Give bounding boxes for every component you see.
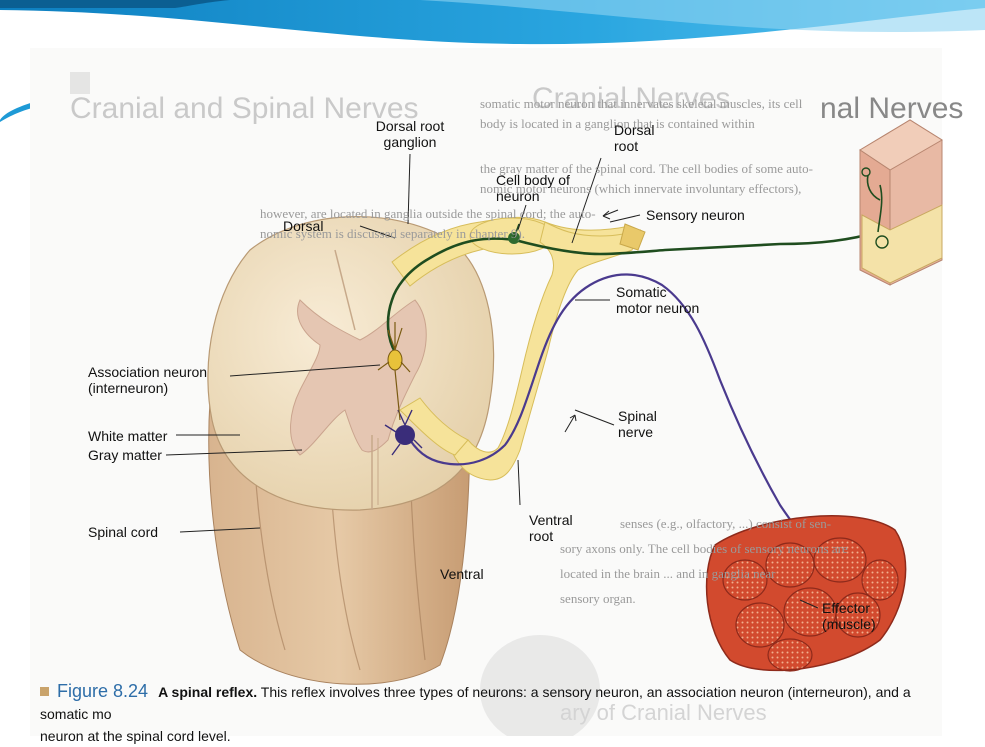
label-spinal-nerve-line1: Spinal (618, 408, 657, 424)
bg-line-right-2: sory axons only. The cell bodies of sens… (560, 540, 848, 558)
skin-receptor-illustration (860, 120, 942, 285)
label-association-neuron: Association neuron (interneuron) (88, 364, 207, 396)
label-ventral: Ventral (440, 566, 484, 582)
caption-square-icon (40, 687, 49, 696)
figure-number: Figure 8.24 (57, 681, 148, 701)
label-dorsal-root-ganglion: Dorsal root ganglion (368, 118, 452, 150)
label-sensory-neuron: Sensory neuron (646, 207, 745, 223)
label-dorsal-root-ganglion-line1: Dorsal root (368, 118, 452, 134)
label-dorsal-root-line1: Dorsal (614, 122, 654, 138)
bg-line-right-4: sensory organ. (560, 590, 636, 608)
bg-line-right-3: located in the brain ... and in ganglia … (560, 565, 776, 583)
label-cell-body-line1: Cell body of (496, 172, 570, 188)
label-effector: Effector (muscle) (822, 600, 876, 632)
label-somatic-motor-neuron: Somatic motor neuron (616, 284, 699, 316)
label-spinal-cord: Spinal cord (88, 524, 158, 540)
caption-text-2: neuron at the spinal cord level. (40, 725, 940, 747)
label-ventral-root-line2: root (529, 528, 573, 544)
bg-line-right-1: senses (e.g., olfactory, ...) consist of… (620, 515, 831, 533)
bg-title-left: Cranial and Spinal Nerves (70, 92, 419, 126)
label-dorsal-root-line2: root (614, 138, 654, 154)
label-white-matter: White matter (88, 428, 167, 444)
label-association-line2: (interneuron) (88, 380, 207, 396)
label-ventral-root: Ventral root (529, 512, 573, 544)
bg-title-right-partial: nal Nerves (820, 92, 963, 126)
bg-line-left-1: somatic motor neuron that innervates ske… (480, 95, 802, 113)
label-cell-body: Cell body of neuron (496, 172, 570, 204)
label-effector-line2: (muscle) (822, 616, 876, 632)
label-effector-line1: Effector (822, 600, 876, 616)
label-spinal-nerve-line2: nerve (618, 424, 657, 440)
motor-cell-body (395, 425, 415, 445)
label-dorsal: Dorsal (283, 218, 323, 234)
label-association-line1: Association neuron (88, 364, 207, 380)
label-spinal-nerve: Spinal nerve (618, 408, 657, 440)
label-gray-matter: Gray matter (88, 447, 162, 463)
label-dorsal-root-ganglion-line2: ganglion (368, 134, 452, 150)
label-cell-body-line2: neuron (496, 188, 570, 204)
label-somatic-motor-line2: motor neuron (616, 300, 699, 316)
label-ventral-root-line1: Ventral (529, 512, 573, 528)
label-dorsal-root: Dorsal root (614, 122, 654, 154)
label-somatic-motor-line1: Somatic (616, 284, 699, 300)
figure-title: A spinal reflex. (158, 684, 257, 700)
